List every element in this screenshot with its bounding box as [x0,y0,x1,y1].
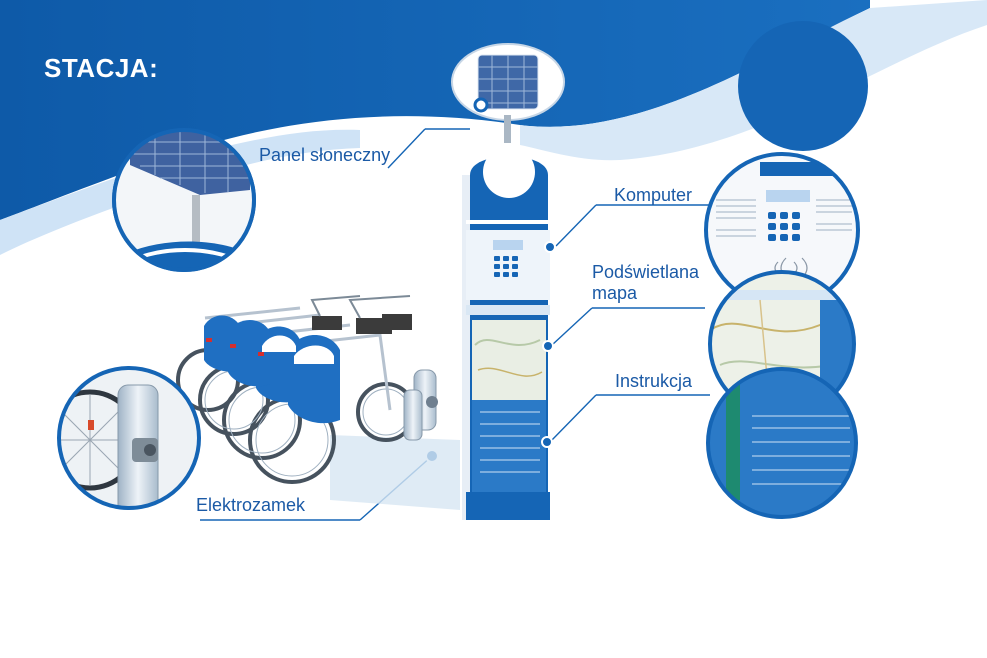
blue-disc [738,21,868,151]
page-title: STACJA: [44,53,159,83]
label-electro-lock: Elektrozamek [196,495,306,515]
label-backlit-map-line2: mapa [592,283,638,303]
label-computer: Komputer [614,185,693,205]
label-instructions: Instrukcja [615,371,693,391]
label-backlit-map: Podświetlana mapa [592,262,699,304]
label-solar-panel: Panel słoneczny [259,145,391,165]
label-backlit-map-line1: Podświetlana [592,262,700,282]
